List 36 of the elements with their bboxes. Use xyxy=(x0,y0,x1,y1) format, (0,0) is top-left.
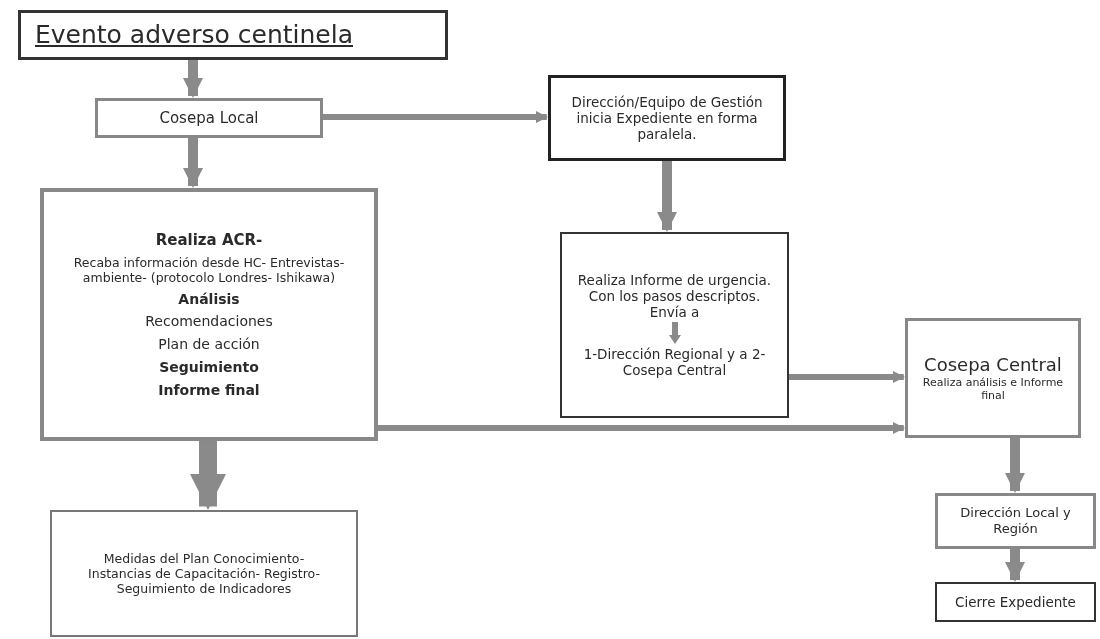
process-box xyxy=(95,98,323,138)
node-text: Dirección/Equipo de Gestión inicia Expediente en forma paralela. xyxy=(570,93,764,143)
node-text: Realiza análisis e Informe final xyxy=(921,375,1065,402)
arrow xyxy=(323,111,548,123)
arrow xyxy=(378,422,905,434)
node-text: 1-Dirección Regional y a 2- Cosepa Central xyxy=(582,346,767,379)
process-box xyxy=(548,75,786,161)
process-box xyxy=(40,188,378,441)
arrow xyxy=(190,441,226,510)
node-text: Envía a xyxy=(649,303,700,321)
node-text: Medidas del Plan Conocimiento- Instancias de Capacitación- Registro- Seguimiento de Indicadores xyxy=(87,551,321,596)
node-text: Dirección Local y Región xyxy=(959,505,1072,537)
process-box xyxy=(905,318,1081,438)
node-heading: Cosepa Central xyxy=(924,354,1062,376)
node-heading: Realiza Informe de urgencia. Con los pasos descriptos. xyxy=(576,271,773,304)
node-text: Informe final xyxy=(158,381,260,399)
node-text: Recomendaciones xyxy=(145,313,273,331)
process-box xyxy=(935,582,1096,622)
arrow xyxy=(657,161,677,232)
arrow xyxy=(183,138,203,188)
process-box xyxy=(935,493,1096,549)
node-text: Seguimiento xyxy=(159,358,259,376)
arrow xyxy=(1005,549,1025,582)
process-box xyxy=(18,10,448,60)
node-text: Plan de acción xyxy=(158,336,260,353)
arrow xyxy=(183,60,203,98)
node-heading: Realiza ACR- xyxy=(155,230,263,249)
process-box xyxy=(50,510,358,637)
node-text: Cierre Expediente xyxy=(955,593,1076,611)
arrow xyxy=(789,371,905,383)
node-text: Recaba información desde HC- Entrevistas- ambiente- (protocolo Londres- Ishikawa) xyxy=(72,254,346,285)
node-text: Análisis xyxy=(178,290,240,308)
process-box xyxy=(560,232,789,418)
node-text: Cosepa Local xyxy=(159,109,259,127)
arrow xyxy=(1005,438,1025,493)
node-text: Evento adverso centinela xyxy=(35,20,353,50)
